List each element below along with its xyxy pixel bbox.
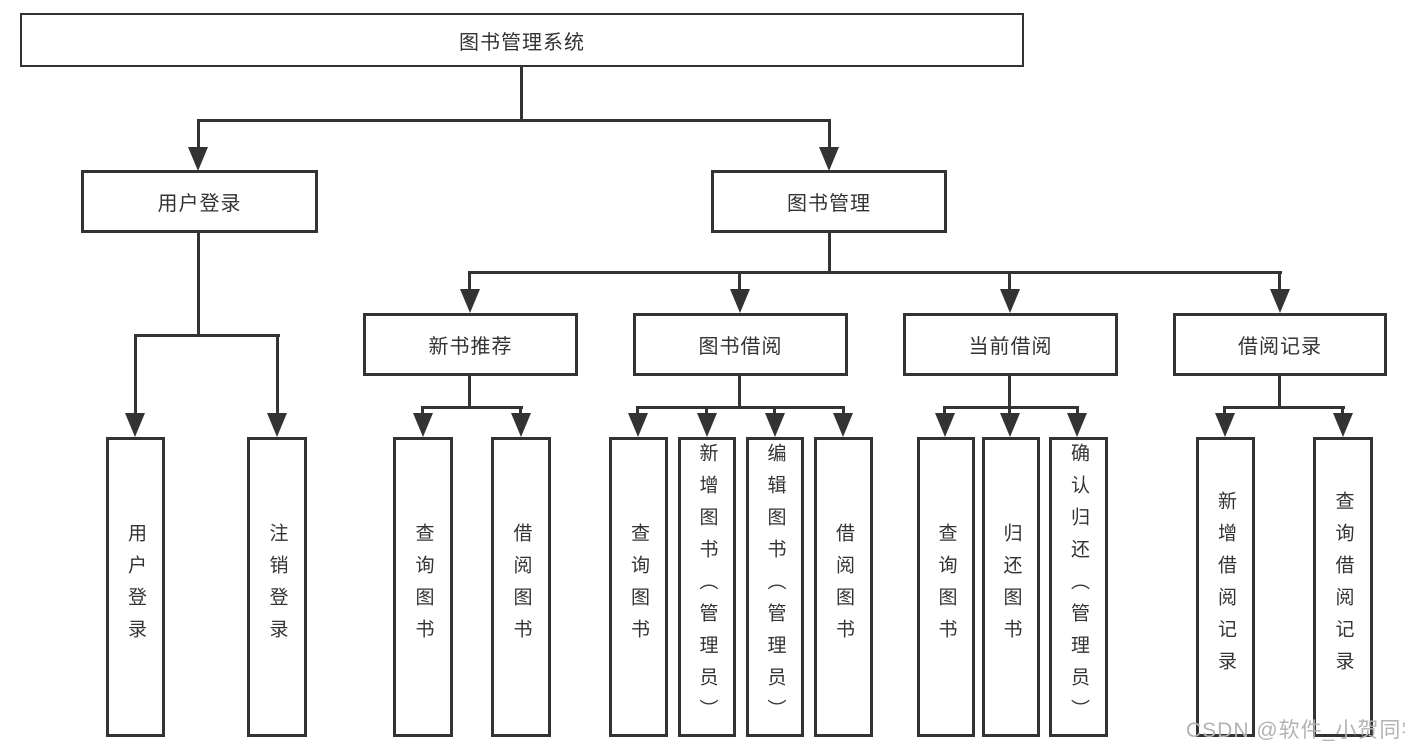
node-root: 图书管理系统 — [20, 13, 1024, 67]
arrow-down-icon — [188, 147, 208, 171]
connector-branch — [943, 406, 1079, 409]
arrow-down-icon — [460, 289, 480, 313]
connector-drop — [773, 406, 776, 415]
arrow-down-icon — [1270, 289, 1290, 313]
node-book-management: 图书管理 — [711, 170, 947, 233]
arrow-down-icon — [697, 413, 717, 437]
connector-drop — [1223, 406, 1226, 415]
connector-branch — [1223, 406, 1345, 409]
arrow-down-icon — [267, 413, 287, 437]
connector-branch — [134, 334, 280, 337]
connector-stem — [468, 375, 471, 409]
connector-stem — [738, 375, 741, 409]
connector-stem — [1008, 375, 1011, 409]
connector-drop — [519, 406, 522, 415]
connector-stem — [197, 232, 200, 337]
connector-drop — [1008, 406, 1011, 415]
connector-stem — [1278, 375, 1281, 409]
connector-drop — [1341, 406, 1344, 415]
watermark: CSDN @软件_小贺同学 — [1186, 719, 1405, 742]
node-borrowing-records: 借阅记录 — [1173, 313, 1387, 376]
connector-drop — [276, 334, 279, 415]
connector-branch — [636, 406, 845, 409]
leaf-user-login: 用户登录 — [106, 437, 165, 737]
arrow-down-icon — [730, 289, 750, 313]
arrow-down-icon — [413, 413, 433, 437]
connector-drop — [134, 334, 137, 415]
connector-drop — [197, 119, 200, 150]
arrow-down-icon — [628, 413, 648, 437]
connector-drop — [738, 271, 741, 291]
connector-branch — [469, 271, 1282, 274]
arrow-down-icon — [511, 413, 531, 437]
node-book-borrowing: 图书借阅 — [633, 313, 848, 376]
leaf-borrow-books-borrowing: 借阅图书 — [814, 437, 873, 737]
connector-branch — [421, 406, 523, 409]
connector-drop — [1008, 271, 1011, 291]
leaf-query-books-current: 查询图书 — [917, 437, 975, 737]
connector-drop — [1278, 271, 1281, 291]
leaf-add-books-admin: 新增图书（管理员） — [678, 437, 736, 737]
arrow-down-icon — [935, 413, 955, 437]
node-new-book-recommendation: 新书推荐 — [363, 313, 578, 376]
connector-branch — [197, 119, 831, 122]
connector-drop — [705, 406, 708, 415]
arrow-down-icon — [1215, 413, 1235, 437]
connector-drop — [421, 406, 424, 415]
arrow-down-icon — [819, 147, 839, 171]
arrow-down-icon — [833, 413, 853, 437]
leaf-logout: 注销登录 — [247, 437, 307, 737]
leaf-return-books: 归还图书 — [982, 437, 1040, 737]
connector-drop — [1076, 406, 1079, 415]
leaf-borrow-books-recommend: 借阅图书 — [491, 437, 551, 737]
arrow-down-icon — [1000, 413, 1020, 437]
connector-drop — [468, 271, 471, 291]
node-current-borrowing: 当前借阅 — [903, 313, 1118, 376]
node-user-login: 用户登录 — [81, 170, 318, 233]
arrow-down-icon — [125, 413, 145, 437]
connector-drop — [636, 406, 639, 415]
arrow-down-icon — [1333, 413, 1353, 437]
leaf-query-books-borrowing: 查询图书 — [609, 437, 668, 737]
connector-drop — [828, 119, 831, 150]
connector-drop — [943, 406, 946, 415]
leaf-query-borrow-record: 查询借阅记录 — [1313, 437, 1373, 737]
leaf-confirm-return-admin: 确认归还（管理员） — [1049, 437, 1108, 737]
arrow-down-icon — [1000, 289, 1020, 313]
arrow-down-icon — [1067, 413, 1087, 437]
leaf-add-borrow-record: 新增借阅记录 — [1196, 437, 1255, 737]
leaf-edit-books-admin: 编辑图书（管理员） — [746, 437, 804, 737]
connector-stem — [520, 67, 523, 122]
leaf-query-books-recommend: 查询图书 — [393, 437, 453, 737]
connector-stem — [828, 232, 831, 274]
connector-drop — [842, 406, 845, 415]
arrow-down-icon — [765, 413, 785, 437]
